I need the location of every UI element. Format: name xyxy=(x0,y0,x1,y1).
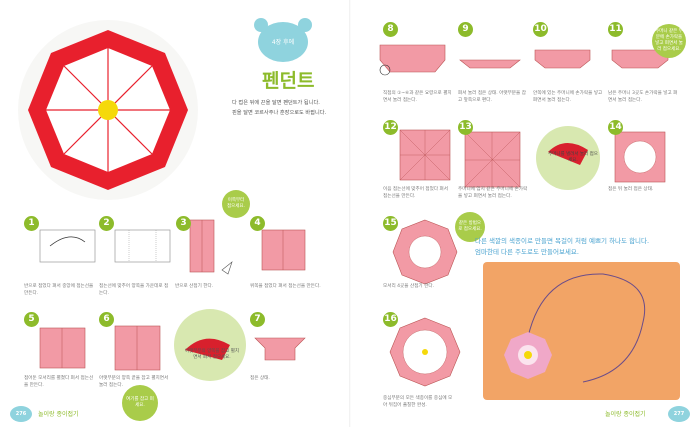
step-caption: 모서리 4곳을 산접기 한다. xyxy=(383,284,435,289)
step-number: 12 xyxy=(383,120,398,135)
page-number-badge xyxy=(10,406,32,422)
step-number: 2 xyxy=(99,216,114,231)
step-caption: 주머니에 엄지 같은 주머니에 손가락을 넣고 펴면서 눌러 접는다. xyxy=(458,187,528,199)
bear-ear xyxy=(298,18,312,32)
step-caption: 이음 접는선에 맞추어 접었다 펴서 접는선을 만든다. xyxy=(383,187,449,199)
description: 다 접은 뒤에 끈을 달면 펜던트가 됩니다. 핀을 달면 코르사주나 훈장으로… xyxy=(232,98,342,118)
step-number: 11 xyxy=(608,22,623,37)
step-caption: 중심부분의 모든 색종이를 중심에 모아 뒤집어 풀칠한 완성. xyxy=(383,396,453,408)
footer-label: 놀이랑 종이접기 xyxy=(605,411,646,418)
step-caption: 펴서 눌러 접은 상태. 아랫부분을 잡고 앞쪽으로 편다. xyxy=(458,91,526,103)
step-number: 5 xyxy=(24,312,39,327)
step-caption: 접은 상태. xyxy=(250,376,270,381)
tip-bubble: 아랫부분의 양쪽을 잡고 펼치면서 펴서 접으세요. xyxy=(185,349,239,360)
necklace-illustration xyxy=(504,273,646,383)
description-line: 다 접은 뒤에 끈을 달면 펜던트가 됩니다. xyxy=(232,100,320,106)
step-caption: 접어둔 모서리를 펼쳤다 펴서 접는선을 만든다. xyxy=(24,376,94,388)
page-number-badge xyxy=(668,406,690,422)
tip-bubble: 이쪽부터 접으세요. xyxy=(222,190,250,218)
step-diagrams-right xyxy=(379,44,669,387)
page-number: 277 xyxy=(673,411,685,417)
step-number: 1 xyxy=(24,216,39,231)
step-number: 14 xyxy=(608,120,623,135)
page-number: 276 xyxy=(15,411,27,417)
step-caption: 접은 뒤 눌러 접은 상태. xyxy=(608,187,654,192)
handwritten-note: 다른 색깔의 색종이로 만들면 목걸이 처럼 예쁘기 하나도 합니다. 엄마한테… xyxy=(475,236,695,258)
step-number: 10 xyxy=(533,22,548,37)
step-number: 8 xyxy=(383,22,398,37)
step-caption: 반으로 접었다 펴서 중앙에 접는선을 만든다. xyxy=(24,284,94,296)
page-spine xyxy=(349,0,351,427)
step-number: 9 xyxy=(458,22,473,37)
step-number: 4 xyxy=(250,216,265,231)
chapter-badge-label: 4장 후에 xyxy=(271,39,295,46)
note-line: 다른 색깔의 색종이로 만들면 목걸이 처럼 예쁘기 하나도 합니다. xyxy=(475,237,650,245)
step-diagrams-left xyxy=(39,219,306,381)
step-caption: 직접의 ①~⑥과 같은 요령으로 펼치면서 눌러 접는다. xyxy=(383,91,452,103)
step-caption: 안쪽에 있는 주머니에 손가락을 넣고 펴면서 눌러 접는다. xyxy=(533,91,603,103)
step-caption: 아랫부분의 양쪽 끝을 잡고 펼치면서 눌러 접는다. xyxy=(99,376,169,388)
tip-bubble: 같은 방법으로 접으세요. xyxy=(455,212,485,242)
step-number: 7 xyxy=(250,312,265,327)
description-line: 핀을 달면 코르사주나 훈장으로도 바뀝니다. xyxy=(232,110,327,116)
step-number: 6 xyxy=(99,312,114,327)
step-number: 13 xyxy=(458,120,473,135)
step-caption: 위쪽을 접었다 펴서 접는선을 만든다. xyxy=(250,284,321,289)
tip-bubble: 주머니를 벌려서 눌러 접으세요. xyxy=(548,152,598,163)
tip-bubble: 여기를 잡고 펴세요. xyxy=(122,385,158,421)
page-title: 펜던트 xyxy=(262,70,315,92)
step-number: 16 xyxy=(383,312,398,327)
pendant-photo xyxy=(18,20,198,200)
finished-pendant-photo xyxy=(483,262,680,400)
note-line: 엄마한테 다른 주도로도 만들어보세요. xyxy=(475,248,579,256)
step-caption: 접는선에 맞추어 양쪽을 가운데로 접는다. xyxy=(99,284,169,296)
step-caption: 남은 주머니 3곳도 손가락을 넣고 펴면서 눌러 접는다. xyxy=(608,91,678,103)
step-number: 3 xyxy=(176,216,191,231)
footer-label: 놀이랑 종이접기 xyxy=(38,411,79,418)
bear-ear xyxy=(254,18,268,32)
step-number: 15 xyxy=(383,216,398,231)
step-caption: 반으로 산접기 한다. xyxy=(175,284,214,289)
tip-bubble: 주머니 같은 부분에 손가락을 넣고 펴면서 눌러 접으세요. xyxy=(652,24,686,58)
